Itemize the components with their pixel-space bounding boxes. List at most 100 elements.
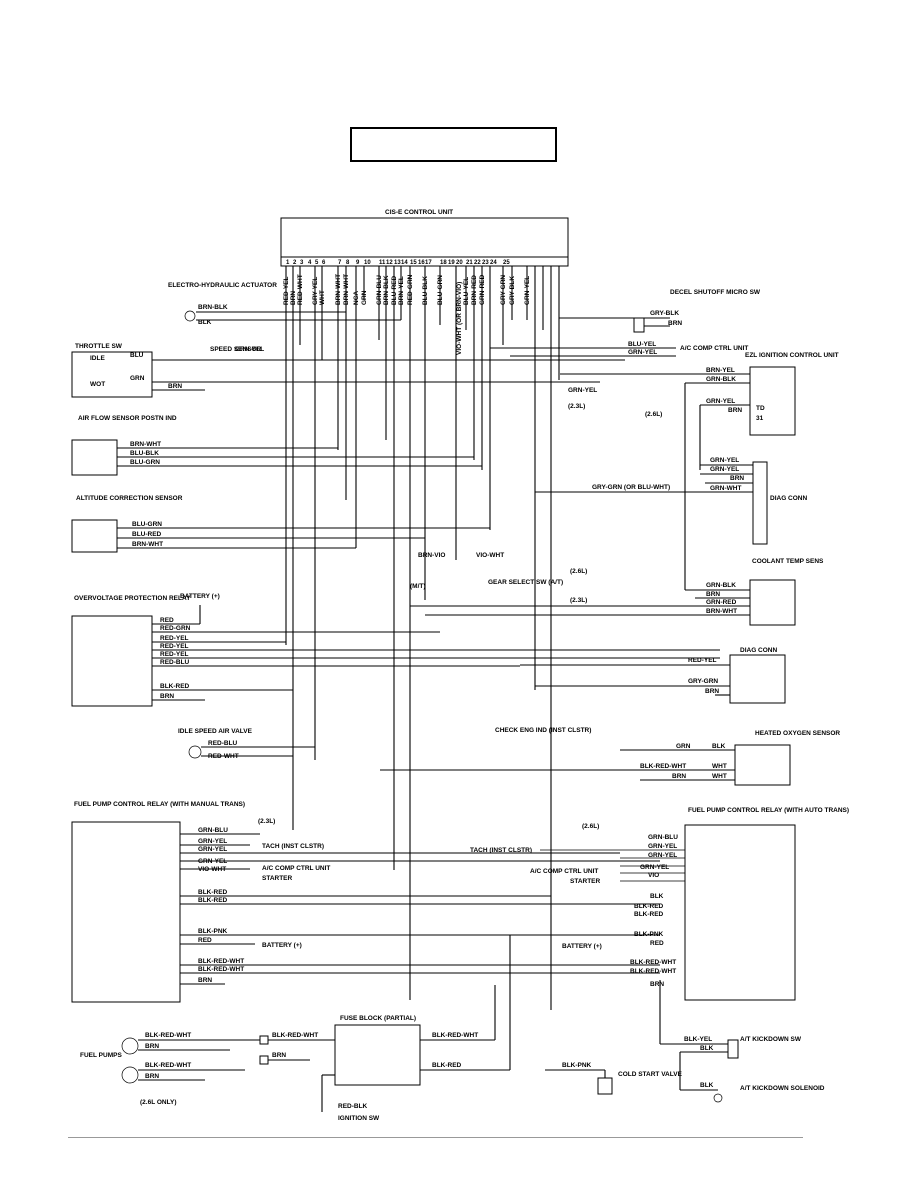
gry-grn-or: GRY-GRN (OR BLU-WHT) [592,484,670,491]
svg-text:RED: RED [198,937,212,944]
cu-pin-number: 10 [364,260,371,266]
svg-text:BLK-PNK: BLK-PNK [198,928,228,935]
coolant-label: COOLANT TEMP SENS [752,558,824,565]
svg-text:BLK-RED: BLK-RED [198,889,228,896]
mt-label: (M/T) [410,583,426,590]
actuator-label: ELECTRO-HYDRAULIC ACTUATOR [168,282,277,289]
td31-label: 31 [756,415,764,422]
ac-right: A/C COMP CTRL UNIT [530,868,598,875]
overvoltage-relay [71,615,153,707]
svg-text:GRN-WHT: GRN-WHT [710,485,741,492]
svg-text:GRN-YEL: GRN-YEL [710,457,739,464]
svg-text:GRN-YEL: GRN-YEL [568,387,597,394]
svg-text:BLK-RED-WHT: BLK-RED-WHT [432,1032,478,1039]
svg-text:BRN: BRN [668,320,682,327]
svg-text:GRN-YEL: GRN-YEL [706,398,735,405]
svg-text:BRN-VIO: BRN-VIO [418,552,445,559]
svg-text:BLU-YEL: BLU-YEL [628,341,656,348]
cu-pin-number: 5 [315,260,319,266]
svg-text:GRN-BLU: GRN-BLU [648,834,678,841]
svg-text:BRN-BLK: BRN-BLK [198,304,228,311]
svg-text:VIO-WHT: VIO-WHT [198,866,226,873]
svg-text:RED-BLU: RED-BLU [160,659,190,666]
svg-text:VIO: VIO [648,872,659,879]
svg-text:BLK-RED-WHT: BLK-RED-WHT [198,958,244,965]
svg-text:BLK-RED: BLK-RED [634,911,664,918]
fuel-pumps-label: FUEL PUMPS [80,1052,122,1059]
svg-text:BRN: BRN [160,693,174,700]
svg-text:BLK-RED-WHT: BLK-RED-WHT [640,763,686,770]
fuse-block-label: FUSE BLOCK (PARTIAL) [340,1015,416,1022]
cu-pin-number: 11 [379,260,386,266]
overvoltage-label: OVERVOLTAGE PROTECTION RELAY [74,595,191,602]
kickdown-switch [727,1039,739,1059]
cold-start-label: COLD START VALVE [618,1071,683,1078]
svg-text:RED: RED [160,617,174,624]
svg-text:GRN-YEL: GRN-YEL [198,846,227,853]
cu-pin-number: 3 [300,260,304,266]
l23-a: (2.3L) [568,403,585,410]
svg-text:VIO-WHT: VIO-WHT [476,552,504,559]
cu-pin-number: 9 [356,260,360,266]
cu-pin-number: 2 [293,260,297,266]
svg-text:RED-YEL: RED-YEL [160,651,189,658]
svg-text:GRN-YEL: GRN-YEL [198,858,227,865]
svg-text:BLK-RED: BLK-RED [432,1062,462,1069]
tach-left: TACH (INST CLSTR) [262,843,324,850]
ezl-label: EZL IGNITION CONTROL UNIT [745,352,839,359]
svg-text:BRN: BRN [728,407,742,414]
fuse-block [334,1024,421,1086]
svg-text:BLK-PNK: BLK-PNK [562,1062,592,1069]
cu-pin-number: 12 [386,260,393,266]
svg-text:BLU-GRN: BLU-GRN [130,459,160,466]
svg-text:RED-WHT: RED-WHT [208,753,239,760]
svg-text:BRN: BRN [706,591,720,598]
kickdown-solenoid [713,1093,723,1103]
l26-only: (2.6L ONLY) [140,1099,176,1106]
svg-text:BRN: BRN [730,475,744,482]
cu-pin-number: 16 [418,260,425,266]
svg-text:WHT: WHT [712,773,727,780]
coolant-temp-sensor [749,579,796,626]
svg-text:RED-GRN: RED-GRN [160,625,191,632]
fuel-pump-1 [121,1037,139,1055]
svg-text:RED-YEL: RED-YEL [160,643,189,650]
ac-top-label: A/C COMP CTRL UNIT [680,345,748,352]
altitude-label: ALTITUDE CORRECTION SENSOR [76,495,183,502]
starter-right: STARTER [570,878,601,885]
cu-pin-number: 6 [322,260,326,266]
cu-pin-number: 25 [503,260,510,266]
svg-text:BRN: BRN [650,981,664,988]
svg-text:WHT: WHT [712,763,727,770]
cu-pin-number: 19 [448,260,455,266]
cu-pin-number: 21 [466,260,473,266]
diag-conn-label-1: DIAG CONN [770,495,808,502]
svg-text:BLU: BLU [130,352,144,359]
svg-text:RED-BLU: RED-BLU [208,740,238,747]
check-eng-label: CHECK ENG IND (INST CLSTR) [495,727,591,734]
svg-text:GRN-RED: GRN-RED [706,599,737,606]
svg-text:BLK: BLK [700,1082,714,1089]
l23-b: (2.3L) [570,597,587,604]
svg-text:GRY-BLK: GRY-BLK [650,310,679,317]
cu-pin-number: 15 [410,260,417,266]
svg-text:GRN-YEL: GRN-YEL [648,843,677,850]
svg-text:BLK-RED: BLK-RED [634,903,664,910]
cu-pin-number: 22 [474,260,481,266]
cu-pin-number: 8 [346,260,350,266]
cu-pin-number: 17 [425,260,432,266]
altitude-sensor [71,519,118,553]
svg-text:BLK: BLK [650,893,664,900]
ignition-sw-label: IGNITION SW [338,1115,380,1122]
svg-text:BRN-WHT: BRN-WHT [132,541,163,548]
fuel-pump-relay-auto [684,824,796,1001]
svg-text:RED-YEL: RED-YEL [160,635,189,642]
l23-left: (2.3L) [258,818,275,825]
cu-pin-number: 20 [456,260,463,266]
battery-right: BATTERY (+) [562,943,602,950]
svg-text:BRN: BRN [198,977,212,984]
